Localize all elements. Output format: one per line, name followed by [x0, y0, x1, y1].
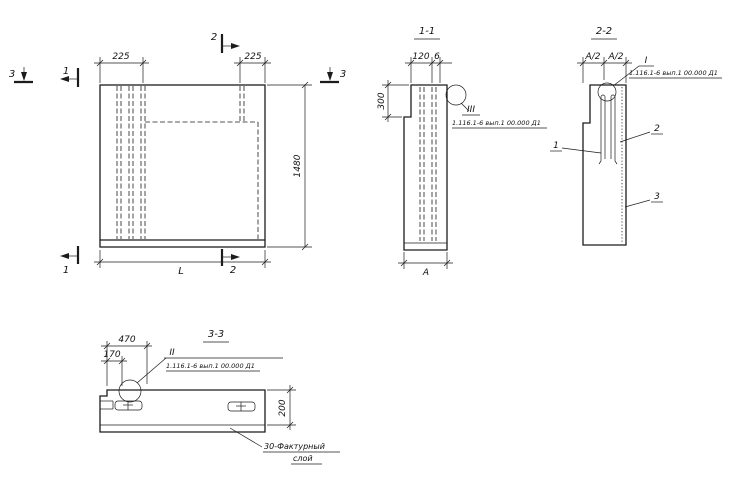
section-1-1-outline [403, 84, 448, 251]
section-mark-1-bottom-group: 1 [60, 246, 80, 276]
dim-A2-right: А/2 [608, 52, 624, 62]
main-view: 225 225 2 2 1 [9, 32, 346, 277]
dim-1480-group: 1480 [267, 81, 312, 251]
dim-200-group: 200 [267, 385, 296, 430]
lifting-loop-left [114, 400, 143, 411]
arrow-down-icon [21, 72, 27, 81]
section-2-2-title: 2-2 [596, 26, 612, 37]
section-1-1-hidden-lines [419, 87, 437, 241]
dim-225-right: 225 [244, 52, 261, 62]
section-mark-2-top: 2 [211, 32, 217, 43]
lifting-loop-section [597, 82, 618, 165]
dim-1480: 1480 [293, 154, 303, 177]
arrow-down-icon [327, 72, 333, 81]
arrow-left-icon [60, 253, 69, 259]
arrow-right-icon [231, 254, 240, 260]
detail-circle [118, 379, 142, 403]
left-end-detail [100, 400, 114, 410]
section-mark-3-left-group: 3 [9, 67, 33, 84]
dim-470-group: 470 [101, 335, 152, 386]
panel-outline [99, 84, 266, 248]
dim-200: 200 [278, 399, 288, 416]
dim-6: 6 [434, 52, 440, 62]
dim-470: 470 [118, 335, 135, 345]
section-mark-1-top-group: 1 [60, 66, 80, 87]
part-label-2: 2 [654, 124, 660, 134]
factured-layer-note-group: 30-Фактурный слой [229, 427, 340, 465]
callout-II-group: II 1.116.1-6 вып.1 00.000 Д1 [118, 348, 283, 403]
dim-170-group: 170 [101, 350, 127, 386]
part-label-1-group: 1 [550, 141, 602, 154]
callout-II-note: 1.116.1-6 вып.1 00.000 Д1 [166, 362, 255, 370]
callout-II-label: II [169, 348, 175, 358]
dim-A: А [422, 268, 429, 278]
section-3-3-title: 3-3 [208, 329, 224, 340]
section-mark-2-bottom-group: 2 [220, 249, 240, 276]
section-mark-3-right: 3 [340, 69, 346, 80]
part-label-3: 3 [654, 192, 660, 202]
section-mark-1-top: 1 [63, 66, 69, 77]
section-2-2-outline [582, 84, 627, 246]
section-mark-3-right-group: 3 [320, 67, 346, 84]
dim-A2-left: А/2 [585, 52, 601, 62]
dim-120-6-group: 120 6 [405, 52, 452, 83]
callout-III-group: III 1.116.1-6 вып.1 00.000 Д1 [445, 84, 547, 129]
dim-A2-group: А/2 А/2 [577, 52, 632, 83]
dim-225-right-group: 225 [234, 52, 271, 83]
section-1-1-title: 1-1 [419, 26, 435, 37]
detail-circle [445, 84, 467, 106]
factured-note-line1: 30-Фактурный [264, 442, 325, 451]
dim-120: 120 [412, 52, 429, 62]
dim-225-left-group: 225 [94, 52, 149, 83]
part-label-2-group: 2 [619, 124, 663, 143]
callout-I-group: I 1.116.1-6 вып.1 00.000 Д1 [612, 56, 722, 87]
part-label-1: 1 [553, 141, 559, 151]
callout-III-label: III [467, 105, 475, 115]
section-3-3-outline [99, 389, 266, 433]
lifting-loop-right [227, 401, 256, 412]
arrow-right-icon [231, 43, 240, 49]
section-mark-3-left: 3 [9, 69, 15, 80]
section-1-1: 1-1 120 6 300 [377, 26, 547, 278]
callout-I-note: 1.116.1-6 вып.1 00.000 Д1 [629, 69, 718, 77]
dim-300: 300 [377, 92, 387, 109]
dim-170: 170 [103, 350, 120, 360]
dim-225-left: 225 [112, 52, 129, 62]
arrow-left-icon [60, 76, 69, 82]
callout-I-label: I [645, 56, 648, 66]
dim-L-group: L [94, 250, 271, 277]
detail-circle [597, 82, 617, 102]
section-mark-1-bottom: 1 [63, 265, 69, 276]
hidden-lines [116, 86, 259, 239]
part-label-3-group: 3 [624, 192, 663, 208]
dim-L: L [178, 266, 184, 277]
section-2-2: 2-2 А/2 А/2 I 1.116.1-6 вып.1 00.000 Д1 [550, 26, 722, 246]
dim-300-group: 300 [377, 80, 409, 122]
dim-A-group: А [398, 252, 453, 278]
section-mark-2-top-group: 2 [211, 32, 240, 53]
callout-III-note: 1.116.1-6 вып.1 00.000 Д1 [452, 119, 541, 127]
section-mark-2-bottom: 2 [230, 265, 236, 276]
section-3-3: 3-3 470 [99, 329, 340, 465]
factured-note-line2: слой [293, 454, 313, 463]
